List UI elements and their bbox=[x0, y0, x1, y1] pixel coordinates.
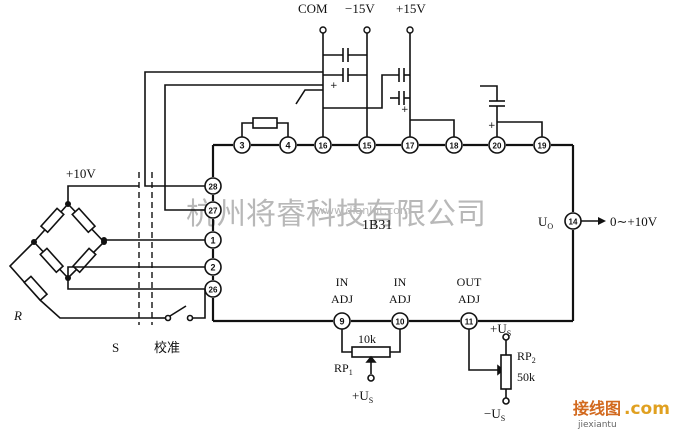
rp2-name: RP2 bbox=[517, 349, 536, 365]
rp1-pot bbox=[341, 329, 401, 382]
bridge-nodes bbox=[31, 201, 107, 281]
top-terminals: COM −15V +15V bbox=[298, 1, 426, 34]
logo-suffix: .com bbox=[624, 399, 670, 419]
svg-text:14: 14 bbox=[569, 218, 578, 227]
pin-1: 1 bbox=[204, 231, 222, 249]
vs-label: +US bbox=[490, 321, 511, 338]
svg-text:1: 1 bbox=[210, 236, 215, 246]
pin-15: 15 bbox=[358, 136, 376, 154]
pin-4: 4 bbox=[279, 136, 297, 154]
pin-19: 19 bbox=[533, 136, 551, 154]
rp2-supply: −US bbox=[484, 406, 505, 423]
rp2-value: 50k bbox=[517, 370, 535, 384]
output-label: UO bbox=[538, 214, 553, 231]
pin-10: 10 bbox=[391, 312, 409, 330]
svg-text:28: 28 bbox=[209, 183, 218, 192]
svg-text:3: 3 bbox=[239, 141, 244, 151]
pin-28: 28 bbox=[204, 177, 222, 195]
neg15-label: −15V bbox=[345, 1, 375, 16]
rp2-pot bbox=[468, 329, 512, 405]
output-range: 0∼+10V bbox=[610, 214, 658, 229]
svg-text:11: 11 bbox=[465, 318, 474, 327]
svg-text:ADJ: ADJ bbox=[458, 292, 480, 306]
calibrate-label: 校准 bbox=[154, 340, 180, 355]
pin-2: 2 bbox=[204, 258, 222, 276]
calibrate-switch bbox=[152, 289, 206, 322]
watermark-url: www.dianlut.com bbox=[316, 204, 411, 217]
svg-text:+: + bbox=[330, 81, 338, 91]
svg-text:OUT: OUT bbox=[457, 275, 482, 289]
bridge-label: R bbox=[13, 308, 22, 323]
logo-brand: 接线图 bbox=[573, 399, 621, 418]
svg-text:+: + bbox=[488, 121, 496, 131]
chip-body bbox=[211, 143, 575, 323]
pin-27: 27 bbox=[204, 201, 222, 219]
pin-16: 16 bbox=[314, 136, 332, 154]
svg-text:18: 18 bbox=[450, 142, 459, 151]
pin20-capacitor bbox=[480, 85, 543, 137]
logo-site: jiexiantu bbox=[577, 420, 617, 430]
polarity-marks: + + + bbox=[330, 81, 496, 131]
svg-text:+: + bbox=[401, 105, 409, 115]
pin-20: 20 bbox=[488, 136, 506, 154]
svg-text:IN: IN bbox=[394, 275, 407, 289]
pin-14: 14 bbox=[564, 212, 582, 230]
watermark: 杭州将睿科技有限公司 www.dianlut.com bbox=[186, 197, 486, 232]
pin-17: 17 bbox=[401, 136, 419, 154]
svg-text:17: 17 bbox=[406, 142, 415, 151]
svg-text:ADJ: ADJ bbox=[389, 292, 411, 306]
chip-name: 1B31 bbox=[362, 218, 392, 233]
svg-text:ADJ: ADJ bbox=[331, 292, 353, 306]
output: UO 0∼+10V bbox=[538, 214, 658, 231]
svg-text:15: 15 bbox=[363, 142, 372, 151]
com-label: COM bbox=[298, 1, 328, 16]
site-logo: 接线图 .com jiexiantu bbox=[573, 399, 670, 430]
svg-text:27: 27 bbox=[209, 207, 218, 216]
svg-text:10: 10 bbox=[396, 318, 405, 327]
svg-text:IN: IN bbox=[336, 275, 349, 289]
pins: 3 4 16 15 17 18 20 19 28 27 1 2 26 9 10 … bbox=[204, 136, 582, 330]
supply-label: +10V bbox=[66, 166, 96, 181]
svg-text:16: 16 bbox=[319, 142, 328, 151]
rp1-name: RP1 bbox=[334, 361, 353, 377]
svg-text:19: 19 bbox=[538, 142, 547, 151]
excitation-wiring bbox=[144, 71, 323, 211]
svg-text:26: 26 bbox=[209, 286, 218, 295]
svg-text:20: 20 bbox=[493, 142, 502, 151]
gain-resistor bbox=[241, 117, 289, 137]
rp1-supply: +US bbox=[352, 388, 373, 405]
watermark-text: 杭州将睿科技有限公司 bbox=[186, 197, 486, 232]
pin-11: 11 bbox=[460, 312, 478, 330]
switch-label: S bbox=[112, 340, 119, 355]
svg-text:9: 9 bbox=[339, 317, 344, 327]
bridge-sensor bbox=[8, 185, 205, 319]
adj-labels: IN ADJ IN ADJ OUT ADJ bbox=[331, 275, 482, 306]
pin-3: 3 bbox=[233, 136, 251, 154]
svg-text:4: 4 bbox=[285, 141, 290, 151]
pin-9: 9 bbox=[333, 312, 351, 330]
shield bbox=[138, 172, 153, 325]
pos15-label: +15V bbox=[396, 1, 426, 16]
supply-wiring bbox=[295, 33, 455, 137]
rp1-value: 10k bbox=[358, 332, 376, 346]
pin-18: 18 bbox=[445, 136, 463, 154]
pin-26: 26 bbox=[204, 280, 222, 298]
svg-text:2: 2 bbox=[210, 263, 215, 273]
